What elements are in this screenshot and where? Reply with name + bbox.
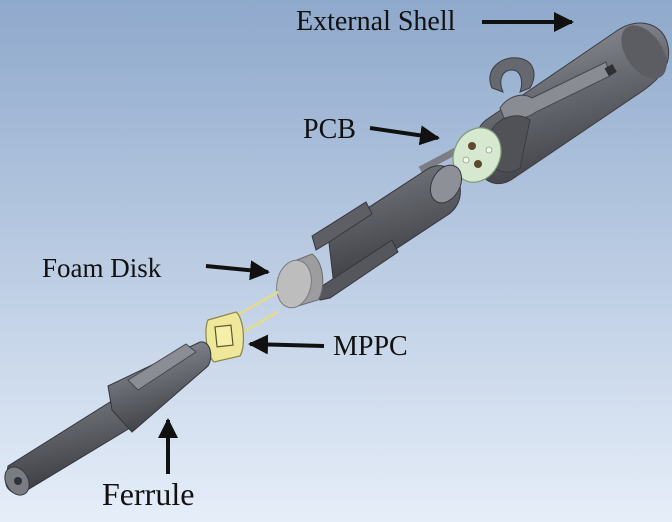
pcb-connecting-pins	[418, 146, 461, 173]
mppc-lead-1	[231, 290, 279, 320]
pcb-part	[418, 127, 502, 183]
external-shell-part	[475, 22, 670, 185]
pcb-hole-1	[485, 146, 493, 154]
ferrule-bore	[14, 477, 22, 485]
ferrule-label: Ferrule	[102, 476, 195, 512]
pcb-label: PCB	[303, 114, 356, 145]
ferrule-part	[4, 341, 212, 496]
pcb-pad-1	[468, 142, 476, 150]
mppc-label: MPPC	[333, 331, 408, 362]
mppc-part	[205, 290, 279, 363]
pcb-hole-2	[462, 156, 470, 164]
external-shell-far-end	[621, 25, 667, 79]
ferrule-top-rail	[127, 343, 197, 391]
pcb-arrow	[369, 125, 440, 146]
inner-housing-fork-upper	[311, 201, 373, 251]
mppc-arrow	[248, 334, 325, 355]
inner-housing-end-cap	[429, 164, 463, 204]
foam-disk-face	[276, 259, 312, 309]
external-shell-slot	[604, 64, 617, 77]
pcb-pad-2	[474, 160, 482, 168]
inner-housing-part	[311, 164, 463, 301]
external-shell-label: External Shell	[296, 6, 456, 37]
foam-disk-part	[276, 253, 324, 309]
mppc-sensor-window	[214, 324, 234, 348]
ferrule-flange	[107, 341, 212, 433]
foam-disk-arrow	[205, 260, 270, 281]
external-shell-mounting-tab	[489, 57, 535, 93]
pcb-disk	[452, 127, 502, 183]
foam-disk-label: Foam Disk	[42, 253, 162, 283]
